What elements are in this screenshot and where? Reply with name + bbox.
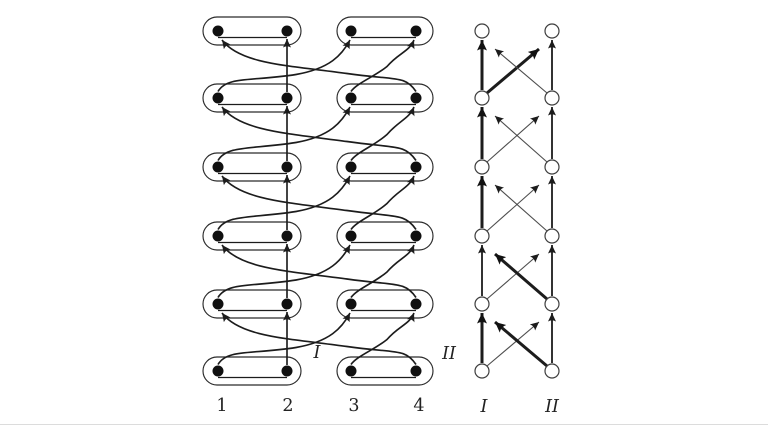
arrow-diagonal-II-to-I (494, 252, 548, 301)
pair-state-circle (544, 296, 560, 312)
pair-pill (202, 152, 302, 182)
card-dot (212, 365, 224, 377)
card-dot (410, 365, 422, 377)
card-dot (212, 25, 224, 37)
arrow-diagonal-I-to-II (486, 253, 540, 300)
card-dot (281, 298, 293, 310)
shuffle-curve-4-1 (221, 312, 417, 365)
arrow-diagonal-I-to-II (486, 184, 540, 232)
pair-state-circle (474, 90, 490, 106)
card-dot (410, 161, 422, 173)
card-dot (212, 298, 224, 310)
card-dot (345, 92, 357, 104)
pair-label: II (441, 344, 457, 364)
pair-pill (202, 356, 302, 386)
pair-pill (202, 83, 302, 113)
pair-column-label: II (544, 397, 560, 417)
shuffle-curve-3-4 (350, 244, 415, 299)
shuffle-curve-4-1 (221, 106, 417, 161)
card-dot (281, 92, 293, 104)
pair-state-circle (544, 159, 560, 175)
card-dot (281, 230, 293, 242)
pair-pill (202, 16, 302, 46)
pair-state-circle (474, 296, 490, 312)
card-dot (345, 365, 357, 377)
pair-pill (336, 152, 434, 182)
card-dot (345, 298, 357, 310)
card-dot (345, 25, 357, 37)
shuffle-curve-1-3 (217, 312, 351, 365)
pair-pill (202, 289, 302, 319)
pair-column-label: I (480, 397, 489, 417)
shuffle-curve-3-4 (350, 106, 415, 162)
pair-state-circle (544, 363, 560, 379)
shuffle-curve-4-1 (221, 175, 417, 230)
pair-pill (336, 289, 434, 319)
arrow-diagonal-II-to-I (494, 48, 548, 94)
card-dot (212, 161, 224, 173)
pair-state-circle (544, 90, 560, 106)
card-dot (281, 161, 293, 173)
shuffle-curve-3-4 (350, 39, 415, 93)
shuffle-curve-1-3 (217, 106, 351, 161)
card-dot (212, 230, 224, 242)
card-dot (345, 230, 357, 242)
pair-state-circle (474, 363, 490, 379)
pair-label: I (313, 343, 322, 363)
arrow-diagonal-I-to-II (486, 321, 540, 367)
shuffle-curve-3-4 (350, 175, 415, 231)
card-dot (345, 161, 357, 173)
pair-pill (202, 221, 302, 251)
arrow-diagonal-I-to-II (486, 115, 540, 163)
pair-pill (336, 16, 434, 46)
pair-state-circle (474, 159, 490, 175)
card-dot (281, 365, 293, 377)
arrow-diagonal-I-to-II (486, 47, 540, 95)
card-dot (212, 92, 224, 104)
pair-state-circle (474, 228, 490, 244)
pair-pill (336, 221, 434, 251)
card-column-label: 2 (282, 396, 293, 416)
shuffle-curve-3-4 (350, 312, 415, 366)
card-dot (410, 230, 422, 242)
shuffle-curve-1-3 (217, 175, 351, 230)
shuffle-curve-4-1 (221, 244, 417, 298)
pair-pill (336, 83, 434, 113)
pair-state-circle (474, 23, 490, 39)
card-column-label: 3 (348, 396, 359, 416)
card-dot (410, 92, 422, 104)
shuffle-curve-1-3 (217, 39, 351, 92)
pair-state-circle (544, 23, 560, 39)
arrow-diagonal-II-to-I (494, 184, 548, 232)
pair-action-diagram (474, 23, 560, 379)
shuffle-curve-4-1 (221, 39, 417, 92)
card-dot (410, 298, 422, 310)
arrow-diagonal-II-to-I (494, 115, 548, 163)
arrow-diagonal-II-to-I (494, 320, 548, 368)
card-shuffle-diagram (202, 16, 434, 386)
card-dot (281, 25, 293, 37)
pair-state-circle (544, 228, 560, 244)
card-column-label: 4 (413, 396, 424, 416)
pair-pill (336, 356, 434, 386)
shuffle-curve-1-3 (217, 244, 351, 298)
card-dot (410, 25, 422, 37)
card-column-label: 1 (216, 396, 227, 416)
